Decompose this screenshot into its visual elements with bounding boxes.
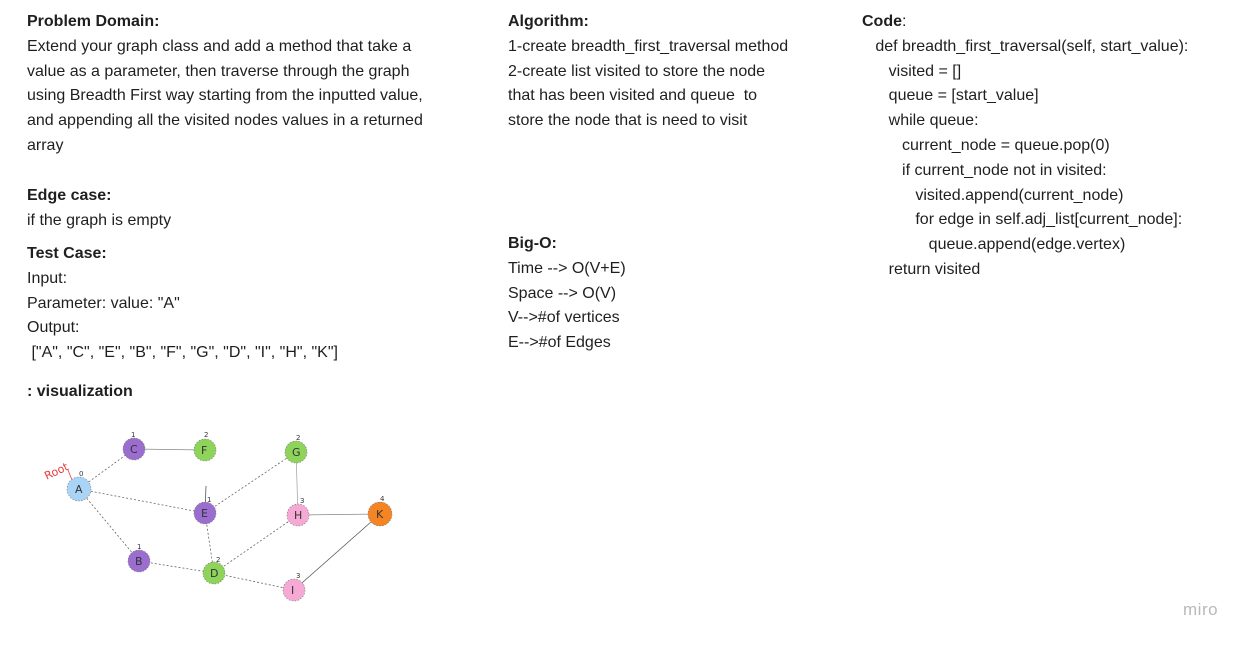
code-line: while queue: xyxy=(862,112,979,130)
code-line: queue = [start_value] xyxy=(862,87,1039,105)
graph-node-a: A 0 xyxy=(66,470,92,502)
edge-c-f xyxy=(133,448,206,451)
algorithm-line: that has been visited and queue to xyxy=(508,87,758,105)
node-level-k: 4 xyxy=(380,495,385,503)
algorithm-section: Algorithm: 1-create breadth_first_traver… xyxy=(508,10,848,134)
node-label-e: E xyxy=(201,507,208,520)
node-circle-f xyxy=(193,438,217,462)
graph-node-g: G 2 xyxy=(284,434,308,464)
graph-node-f: F 2 xyxy=(193,431,217,462)
node-label-i: I xyxy=(291,584,294,597)
node-circle-h xyxy=(286,503,310,527)
code-line: def breadth_first_traversal(self, start_… xyxy=(862,37,1189,55)
root-label: Root xyxy=(42,460,71,483)
edge-a-e xyxy=(78,488,206,514)
code-line: queue.append(edge.vertex) xyxy=(862,236,1126,254)
code-line: for edge in self.adj_list[current_node]: xyxy=(862,211,1183,229)
miro-logo[interactable]: miro xyxy=(1183,600,1219,619)
root-arrow-icon xyxy=(67,469,73,481)
node-label-g: G xyxy=(292,446,301,459)
edge-e-g xyxy=(204,451,297,514)
node-circle-e xyxy=(193,501,217,525)
big-o-section: Big-O: Time --> O(V+E) Space --> O(V) V-… xyxy=(508,232,808,356)
node-level-e: 1 xyxy=(207,496,211,504)
node-label-k: K xyxy=(376,508,384,521)
edge-h-k xyxy=(297,513,381,516)
problem-domain-line: value as a parameter, then traverse thro… xyxy=(27,62,410,80)
algorithm-heading: Algorithm: xyxy=(508,13,589,30)
test-case-line: ["A", "C", "E", "B", "F", "G", "D", "I",… xyxy=(27,344,338,362)
node-label-f: F xyxy=(201,444,207,457)
visualization-heading: : visualization xyxy=(27,383,133,400)
node-level-c: 1 xyxy=(131,431,135,439)
algorithm-line: 2-create list visited to store the node xyxy=(508,62,766,80)
code-line: return visited xyxy=(862,260,981,278)
big-o-line: Space --> O(V) xyxy=(508,284,617,302)
node-label-c: C xyxy=(130,443,138,456)
node-label-d: D xyxy=(210,567,218,580)
algorithm-line: 1-create breadth_first_traversal method xyxy=(508,37,789,55)
node-level-i: 3 xyxy=(296,572,300,580)
node-circle-d xyxy=(202,561,226,585)
edge-d-h xyxy=(213,514,299,574)
node-level-h: 3 xyxy=(300,497,304,505)
graph-node-d: D 2 xyxy=(202,556,226,585)
node-circle-b xyxy=(127,549,151,573)
node-level-d: 2 xyxy=(216,556,220,564)
node-circle-g xyxy=(284,440,308,464)
code-line: current_node = queue.pop(0) xyxy=(862,136,1110,154)
test-case-line: Input: xyxy=(27,269,68,287)
big-o-heading: Big-O: xyxy=(508,235,557,252)
edge-d-i xyxy=(213,572,295,591)
code-heading-row: Code: xyxy=(862,10,1252,35)
edge-b-d xyxy=(138,560,215,574)
graph-node-i: I 3 xyxy=(282,572,306,602)
test-case-heading: Test Case: xyxy=(27,245,107,262)
test-case-line: Output: xyxy=(27,319,80,337)
code-line: if current_node not in visited: xyxy=(862,161,1107,179)
node-level-f: 2 xyxy=(204,431,208,439)
node-circle-i xyxy=(282,578,306,602)
code-heading: Code xyxy=(862,13,902,30)
edge-i-k xyxy=(293,513,381,591)
edge-case-heading: Edge case: xyxy=(27,187,112,204)
algorithm-line: store the node that is need to visit xyxy=(508,112,748,130)
big-o-line: V-->#of vertices xyxy=(508,309,620,327)
node-level-g: 2 xyxy=(296,434,300,442)
test-case-section: Test Case: Input: Parameter: value: "A" … xyxy=(27,242,492,366)
big-o-line: Time --> O(V+E) xyxy=(508,259,626,277)
node-label-h: H xyxy=(294,509,302,522)
node-level-b: 1 xyxy=(137,543,141,551)
node-circle-k xyxy=(367,501,393,527)
problem-domain-line: array xyxy=(27,136,64,154)
graph-edges xyxy=(78,448,381,591)
graph-node-k: K 4 xyxy=(367,495,393,527)
code-line: visited.append(current_node) xyxy=(862,186,1124,204)
problem-domain-line: Extend your graph class and add a method… xyxy=(27,37,412,55)
problem-domain-heading: Problem Domain: xyxy=(27,13,160,30)
code-section: Code: def breadth_first_traversal(self, … xyxy=(862,10,1252,283)
code-line: visited = [] xyxy=(862,62,962,80)
node-circle-a xyxy=(66,476,92,502)
edge-a-c xyxy=(78,448,135,490)
problem-domain-line: using Breadth First way starting from th… xyxy=(27,87,423,105)
problem-domain-section: Problem Domain: Extend your graph class … xyxy=(27,10,492,159)
code-heading-colon: : xyxy=(902,13,907,30)
graph-node-c: C 1 xyxy=(122,431,146,461)
visualization-section: : visualization xyxy=(27,380,327,405)
node-label-b: B xyxy=(135,555,143,568)
graph-node-e: E 1 xyxy=(193,496,217,525)
node-circle-c xyxy=(122,437,146,461)
node-level-a: 0 xyxy=(79,470,83,478)
graph-node-h: H 3 xyxy=(286,497,310,527)
problem-domain-line: and appending all the visited nodes valu… xyxy=(27,112,423,130)
edge-case-section: Edge case: if the graph is empty xyxy=(27,184,492,234)
big-o-line: E-->#of Edges xyxy=(508,334,611,352)
node-label-a: A xyxy=(75,483,83,496)
graph-node-b: B 1 xyxy=(127,543,151,573)
graph-visualization: Root A 0 C 1 E 1 B 1 F 2 G 2 D 2 I 3 xyxy=(42,431,393,602)
test-case-line: Parameter: value: "A" xyxy=(27,294,180,312)
edge-a-b xyxy=(78,488,140,562)
edge-case-line: if the graph is empty xyxy=(27,211,172,229)
